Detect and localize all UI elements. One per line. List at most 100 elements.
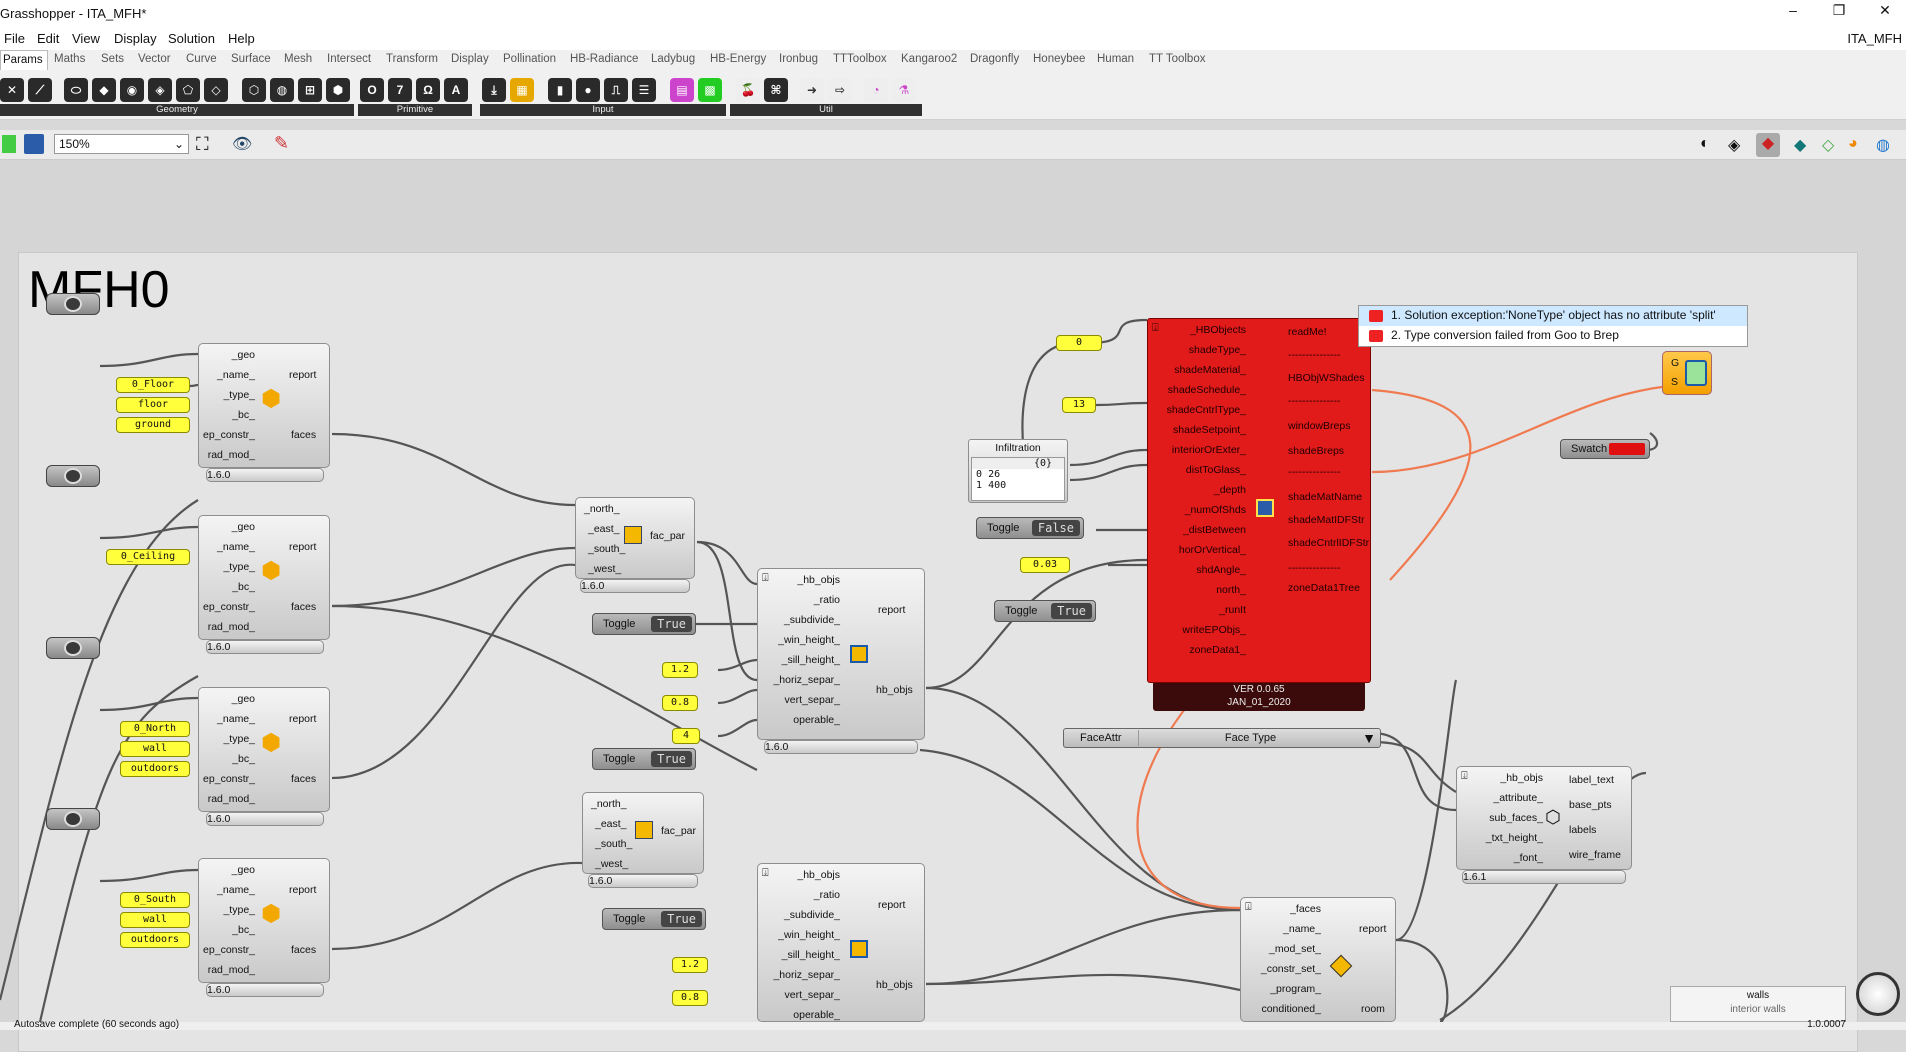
tab-curve[interactable]: Curve xyxy=(186,53,217,65)
close-button[interactable]: ✕ xyxy=(1879,2,1891,18)
param-icon[interactable]: ◇ xyxy=(204,78,228,102)
text-panel[interactable]: ground xyxy=(116,417,190,433)
number-panel[interactable]: 0.03 xyxy=(1020,557,1070,573)
tab-ladybug[interactable]: Ladybug xyxy=(651,53,696,65)
menu-help[interactable]: Help xyxy=(228,31,255,46)
number-panel[interactable]: 13 xyxy=(1062,397,1096,413)
tab-display[interactable]: Display xyxy=(451,53,489,65)
param-icon[interactable]: ◉ xyxy=(120,78,144,102)
arrow-outline-icon[interactable]: ⇨ xyxy=(828,78,852,102)
dropdown-arrow-icon[interactable]: ▼ xyxy=(1362,730,1376,746)
preview-wire-icon[interactable]: ◈ xyxy=(1728,137,1741,154)
menu-solution[interactable]: Solution xyxy=(168,31,215,46)
number-panel[interactable]: 4 xyxy=(672,728,700,744)
param-icon[interactable]: ☰ xyxy=(632,78,656,102)
sphere-icon[interactable]: ◍ xyxy=(1876,137,1890,154)
minimize-button[interactable]: – xyxy=(1789,2,1797,18)
open-icon[interactable] xyxy=(2,135,16,153)
text-panel[interactable]: wall xyxy=(120,741,190,757)
aperture-component[interactable]: ⍗ _hb_objs _ratio _subdivide_ _win_heigh… xyxy=(757,568,925,740)
infiltration-panel[interactable]: Infiltration {0} 0 26 1 400 xyxy=(968,439,1068,503)
number-panel[interactable]: 1.2 xyxy=(662,662,698,678)
tab-tttoolbox[interactable]: TTToolbox xyxy=(833,53,887,65)
hb-face-component[interactable]: _geo _name_ _type_ _bc_ ep_constr_ rad_m… xyxy=(198,858,330,983)
tab-kangaroo2[interactable]: Kangaroo2 xyxy=(901,53,958,65)
menu-view[interactable]: View xyxy=(72,31,100,46)
param-icon[interactable]: O xyxy=(360,78,384,102)
param-icon[interactable]: ⬢ xyxy=(326,78,350,102)
param-icon[interactable]: Ω xyxy=(416,78,440,102)
text-panel[interactable]: outdoors xyxy=(120,932,190,948)
param-icon[interactable]: ▮ xyxy=(548,78,572,102)
param-icon[interactable]: ◍ xyxy=(270,78,294,102)
label-faces-component[interactable]: ⍗ _hb_objs _attribute_ sub_faces_ _txt_h… xyxy=(1456,766,1632,870)
tab-sets[interactable]: Sets xyxy=(101,53,125,65)
hb-face-component[interactable]: _geo _name_ _type_ _bc_ ep_constr_ rad_m… xyxy=(198,687,330,812)
tab-hb-radiance[interactable]: HB-Radiance xyxy=(570,53,639,65)
tab-mesh[interactable]: Mesh xyxy=(284,53,313,65)
text-panel[interactable]: 0_South xyxy=(120,892,190,908)
param-icon[interactable]: 7 xyxy=(388,78,412,102)
facade-param-component[interactable]: _north_ _east_ _south_ _west_ fac_par xyxy=(575,497,695,579)
tab-honeybee[interactable]: Honeybee xyxy=(1033,53,1086,65)
hb-face-component[interactable]: _geo _name_ _type_ _bc_ ep_constr_ rad_m… xyxy=(198,515,330,640)
tab-tt-toolbox[interactable]: TT Toolbox xyxy=(1149,53,1206,65)
tab-surface[interactable]: Surface xyxy=(231,53,271,65)
menu-display[interactable]: Display xyxy=(114,31,157,46)
menu-edit[interactable]: Edit xyxy=(37,31,60,46)
param-icon[interactable]: ▤ xyxy=(670,78,694,102)
navigation-widget[interactable] xyxy=(1856,972,1900,1016)
tab-intersect[interactable]: Intersect xyxy=(327,53,372,65)
preview-shaded-icon[interactable]: ◆ xyxy=(1756,133,1780,157)
brep-param[interactable] xyxy=(46,465,100,487)
flask-icon[interactable]: ⚗ xyxy=(892,78,916,102)
hb-face-component[interactable]: _geo _name_ _type_ _bc_ ep_constr_ rad_m… xyxy=(198,343,330,468)
brep-param[interactable] xyxy=(46,293,100,315)
tab-params[interactable]: Params xyxy=(0,50,48,70)
param-icon[interactable]: ◆ xyxy=(92,78,116,102)
tab-transform[interactable]: Transform xyxy=(386,53,438,65)
param-icon[interactable]: ⬡ xyxy=(242,78,266,102)
restore-button[interactable]: ❐ xyxy=(1832,2,1846,18)
text-panel[interactable]: 0_Floor xyxy=(116,377,190,393)
tab-pollination[interactable]: Pollination xyxy=(503,53,557,65)
tab-maths[interactable]: Maths xyxy=(54,53,86,65)
brep-param[interactable] xyxy=(46,808,100,830)
aperture-component[interactable]: ⍗ _hb_objs _ratio _subdivide_ _win_heigh… xyxy=(757,863,925,1022)
tab-vector[interactable]: Vector xyxy=(138,53,171,65)
number-panel[interactable]: 0 xyxy=(1056,335,1102,351)
face-attr-dropdown[interactable]: FaceAttr Face Type ▼ xyxy=(1063,728,1381,748)
preview-mesh-icon[interactable]: ◇ xyxy=(1822,137,1835,154)
tab-dragonfly[interactable]: Dragonfly xyxy=(970,53,1020,65)
param-icon[interactable]: ▩ xyxy=(698,78,722,102)
param-icon[interactable]: ⬠ xyxy=(176,78,200,102)
hb-room-component[interactable]: ⍗ _faces _name_ _mod_set_ _constr_set_ _… xyxy=(1240,897,1396,1022)
param-icon[interactable]: ⟋ xyxy=(28,78,52,102)
walls-panel[interactable]: walls interior walls xyxy=(1670,986,1846,1022)
text-panel[interactable]: 0_Ceiling xyxy=(106,549,190,565)
param-icon[interactable]: ◈ xyxy=(148,78,172,102)
number-panel[interactable]: 1.2 xyxy=(672,957,708,973)
zoom-select[interactable]: 150%⌄ xyxy=(54,134,189,154)
preview-selected-icon[interactable]: ◆ xyxy=(1794,137,1807,154)
eye-icon[interactable]: 👁 xyxy=(232,136,253,153)
tab-hb-energy[interactable]: HB-Energy xyxy=(710,53,767,65)
sketch-icon[interactable]: ✎ xyxy=(274,133,290,153)
text-panel[interactable]: floor xyxy=(116,397,190,413)
preview-off-icon[interactable]: ◐ xyxy=(1700,135,1710,152)
preview-settings-icon[interactable]: ◕ xyxy=(1848,135,1858,152)
arrow-right-icon[interactable]: ➜ xyxy=(800,78,824,102)
number-panel[interactable]: 0.8 xyxy=(672,990,708,1006)
text-panel[interactable]: 0_North xyxy=(120,721,190,737)
zoom-extents-icon[interactable]: ⛶ xyxy=(196,134,209,154)
number-panel[interactable]: 0.8 xyxy=(662,695,698,711)
menu-file[interactable]: File xyxy=(4,31,25,46)
param-icon[interactable]: ▦ xyxy=(510,78,534,102)
colour-swatch[interactable]: Swatch xyxy=(1560,439,1650,459)
facade-param-component[interactable]: _north_ _east_ _south_ _west_ fac_par xyxy=(582,792,704,874)
